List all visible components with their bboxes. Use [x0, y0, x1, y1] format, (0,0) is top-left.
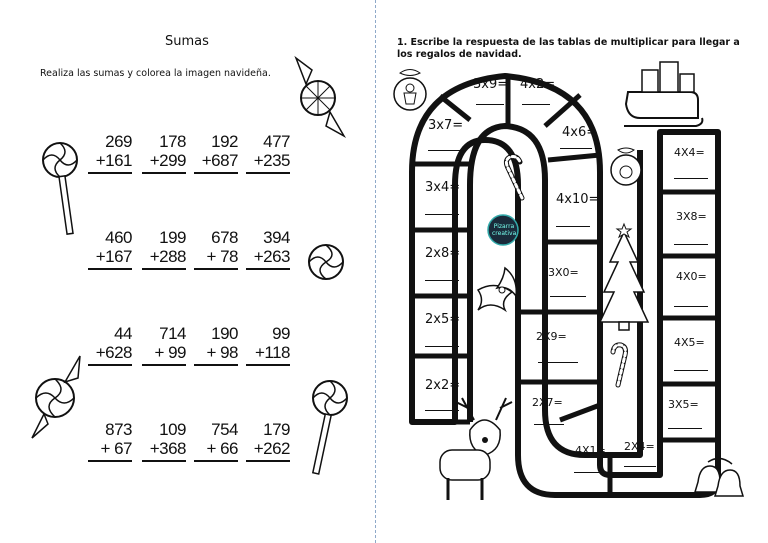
wrapped-candy-icon — [31, 355, 81, 439]
answer-blank[interactable] — [428, 150, 460, 151]
lollipop-icon — [311, 380, 348, 475]
sum-problem: 44+628 — [82, 324, 133, 366]
answer-blank[interactable] — [668, 428, 702, 429]
answer-blank[interactable] — [538, 362, 578, 363]
lollipop-icon — [42, 142, 78, 235]
board-cell-label: 4X1= — [575, 444, 606, 457]
answer-blank[interactable] — [425, 410, 459, 411]
answer-blank[interactable] — [425, 214, 459, 215]
candy-cane-icon — [610, 342, 628, 388]
sum-problem: 714+ 99 — [136, 324, 187, 366]
answer-blank[interactable] — [522, 104, 550, 105]
answer-blank[interactable] — [560, 148, 592, 149]
sum-problem: 678+ 78 — [188, 228, 239, 270]
peppermint-icon — [308, 244, 344, 280]
sum-problem: 99+118 — [240, 324, 291, 366]
sum-problem: 394+263 — [240, 228, 291, 270]
ornament-gingerbread-icon — [393, 69, 427, 111]
board-cell-label: 2X4= — [624, 440, 655, 453]
sum-problem: 179+262 — [240, 420, 291, 462]
candy-cane-icon — [503, 154, 525, 201]
board-cell-label: 3X0= — [548, 266, 579, 279]
answer-blank[interactable] — [550, 296, 586, 297]
logo-text: Pizarra creativa — [492, 223, 517, 237]
answer-blank[interactable] — [674, 370, 708, 371]
sum-problem: 477+235 — [240, 132, 291, 174]
board-cell-label: 2X9= — [536, 330, 567, 343]
board-cell-label: 4x10= — [556, 192, 600, 207]
worksheet-title: 1. Escribe la respuesta de las tablas de… — [397, 37, 740, 60]
sum-problem: 199+288 — [136, 228, 187, 270]
answer-blank[interactable] — [674, 178, 708, 179]
sum-problem: 460+167 — [82, 228, 133, 270]
left-title: Sumas — [165, 34, 209, 49]
board-cell-label: 3x9= — [473, 77, 509, 92]
sum-problem: 190+ 98 — [188, 324, 239, 366]
sum-problem: 754+ 66 — [188, 420, 239, 462]
board-cell-label: 4x6= — [562, 125, 598, 140]
bells-icon — [693, 457, 745, 497]
board-cell-label: 4X0= — [676, 270, 707, 283]
left-instruction: Realiza las sumas y colorea la imagen na… — [40, 68, 271, 79]
sum-problem: 269+161 — [82, 132, 133, 174]
answer-blank[interactable] — [674, 244, 708, 245]
reindeer-icon — [439, 397, 513, 500]
answer-blank[interactable] — [476, 104, 504, 105]
pizarra-creativa-logo — [487, 214, 519, 246]
board-cell-label: 3x4= — [425, 180, 461, 195]
board-cell-label: 3X8= — [676, 210, 707, 223]
board-cell-label: 3X5= — [668, 398, 699, 411]
ornament-reindeer-icon — [610, 147, 642, 186]
answer-blank[interactable] — [674, 306, 708, 307]
answer-blank[interactable] — [624, 466, 656, 467]
holly-icon — [476, 266, 518, 313]
board-cell-label: 2x8= — [425, 246, 461, 261]
board-cell-label: 3x7= — [428, 118, 464, 133]
answer-blank[interactable] — [425, 280, 459, 281]
board-cell-label: 4X5= — [674, 336, 705, 349]
sum-problem: 178+299 — [136, 132, 187, 174]
christmas-tree-icon — [598, 222, 650, 331]
sum-problem: 192+687 — [188, 132, 239, 174]
answer-blank[interactable] — [425, 346, 459, 347]
board-cell-label: 2X7= — [532, 396, 563, 409]
answer-blank[interactable] — [574, 472, 606, 473]
sleigh-icon — [624, 61, 704, 127]
answer-blank[interactable] — [556, 226, 590, 227]
page-divider — [375, 0, 376, 543]
sum-problem: 873+ 67 — [82, 420, 133, 462]
board-cell-label: 4X4= — [674, 146, 705, 159]
answer-blank[interactable] — [534, 424, 564, 425]
board-cell-label: 4x2= — [520, 77, 556, 92]
sum-problem: 109+368 — [136, 420, 187, 462]
board-cell-label: 2x2= — [425, 378, 461, 393]
wrapped-candy-icon — [294, 55, 347, 138]
board-cell-label: 2x5= — [425, 312, 461, 327]
